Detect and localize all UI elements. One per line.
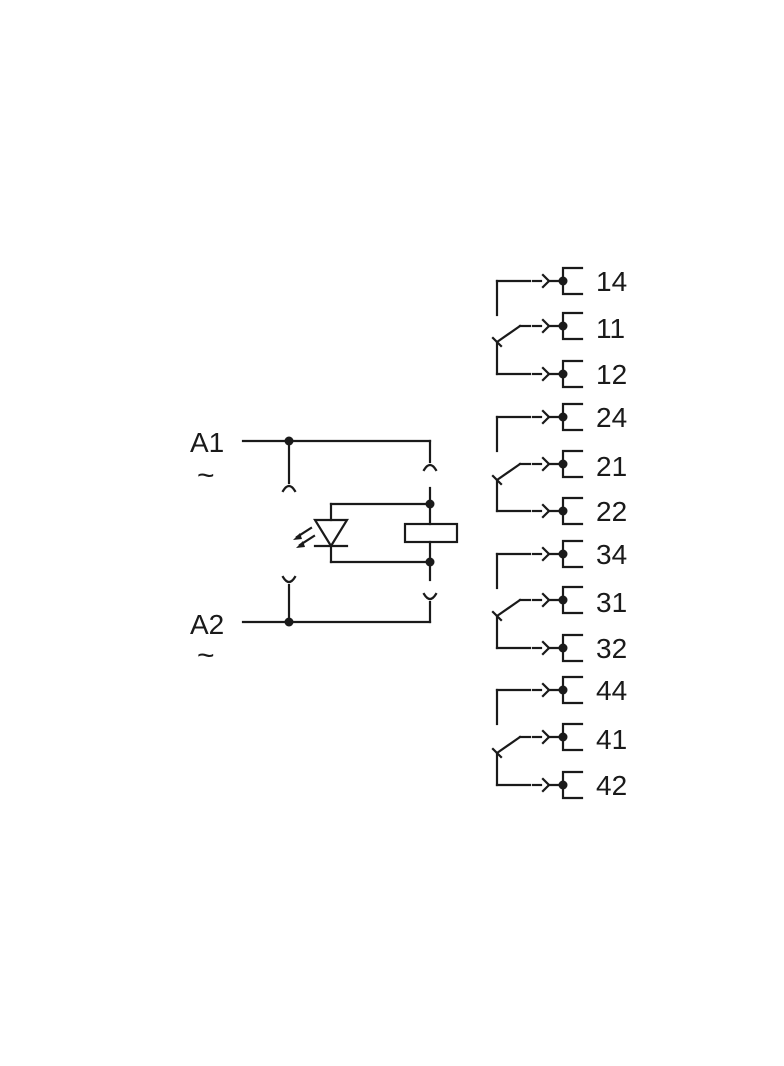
terminal-44-label: 44: [596, 675, 627, 706]
terminal-21-label: 21: [596, 451, 627, 482]
terminal-a2-ac-symbol: ~: [197, 639, 215, 672]
terminal-34-label: 34: [596, 539, 627, 570]
contact-group-2: 24 21 22: [491, 402, 627, 527]
terminal-11-label: 11: [596, 313, 625, 344]
contact-group-1: 14 11 12: [491, 266, 627, 390]
contact-group-3: 34 31 32: [491, 539, 627, 664]
terminal-22-label: 22: [596, 496, 627, 527]
led-indicator-icon: [293, 518, 349, 549]
contact-group-4: 44 41 42: [491, 675, 627, 801]
relay-coil-icon: [403, 522, 459, 544]
terminal-31-label: 31: [596, 587, 627, 618]
terminal-a1-label: A1: [190, 427, 224, 458]
terminal-42-label: 42: [596, 770, 627, 801]
terminal-a2-label: A2: [190, 609, 224, 640]
a2-supply-line: [241, 575, 438, 627]
terminal-14-label: 14: [596, 266, 627, 297]
terminal-a1-ac-symbol: ~: [197, 459, 215, 492]
terminal-24-label: 24: [596, 402, 627, 433]
terminal-12-label: 12: [596, 359, 627, 390]
coil-circuit: [329, 486, 459, 582]
terminal-41-label: 41: [596, 724, 627, 755]
terminal-32-label: 32: [596, 633, 627, 664]
a1-supply-line: [241, 436, 438, 493]
